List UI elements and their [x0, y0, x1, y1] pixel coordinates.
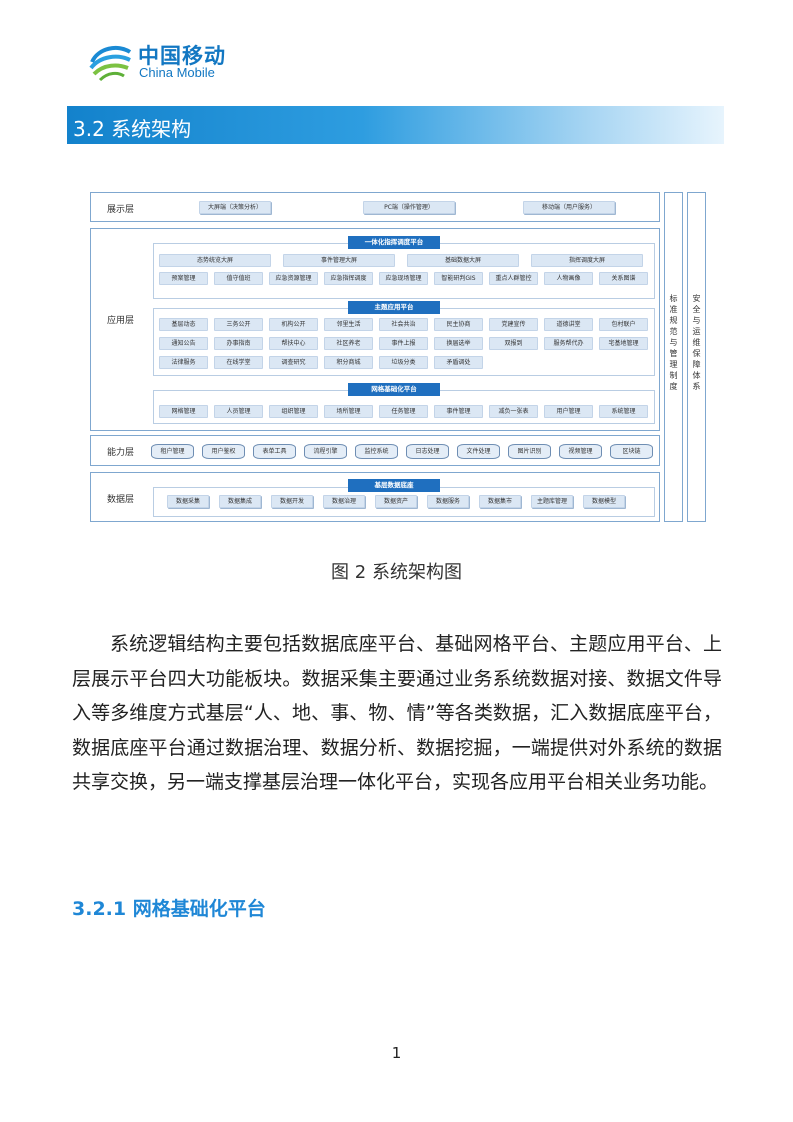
- architecture-diagram: 展示层 大屏端（决策分析） PC端（操作管理） 移动端（用户服务） 应用层 一体…: [90, 192, 707, 526]
- unified-item-chip: 值守值班: [214, 272, 263, 285]
- unified-screen-chip: 事件管理大屏: [283, 254, 395, 267]
- data-item-chip: 数据治理: [323, 495, 365, 508]
- capability-item-cylinder: 表单工具: [253, 444, 296, 459]
- topic-item-chip: 帮扶中心: [269, 337, 318, 350]
- capability-layer-label: 能力层: [107, 448, 135, 458]
- unified-item-chip: 应急现场管理: [379, 272, 428, 285]
- grid-item-chip: 用户管理: [544, 405, 593, 418]
- unified-item-chip: 人物画像: [544, 272, 593, 285]
- topic-item-chip: 邻里生活: [324, 318, 373, 331]
- grid-item-chip: 组织管理: [269, 405, 318, 418]
- unified-item-chip: 重点人群管控: [489, 272, 538, 285]
- capability-item-cylinder: 租户管理: [151, 444, 194, 459]
- topic-item-chip: 党建宣传: [489, 318, 538, 331]
- unified-item-chip: 智能研判GIS: [434, 272, 483, 285]
- unified-screen-chip: 态势统览大屏: [159, 254, 271, 267]
- display-layer-label: 展示层: [107, 205, 135, 215]
- topic-item-chip: 包村联户: [599, 318, 648, 331]
- grid-item-chip: 系统管理: [599, 405, 648, 418]
- capability-item-cylinder: 监控系统: [355, 444, 398, 459]
- section-title: 3.2 系统架构: [73, 117, 192, 141]
- topic-item-chip: 办事指南: [214, 337, 263, 350]
- data-platform-title: 基层数据底座: [348, 479, 440, 492]
- capability-item-cylinder: 流程引擎: [304, 444, 347, 459]
- subsection-heading: 3.2.1 网格基础化平台: [72, 898, 266, 920]
- topic-item-chip: 积分商城: [324, 356, 373, 369]
- grid-item-chip: 网格管理: [159, 405, 208, 418]
- topic-item-chip: 机构公开: [269, 318, 318, 331]
- capability-item-cylinder: 用户鉴权: [202, 444, 245, 459]
- unified-item-chip: 应急资源管理: [269, 272, 318, 285]
- unified-item-chip: 应急指挥调度: [324, 272, 373, 285]
- data-item-chip: 数据开发: [271, 495, 313, 508]
- grid-item-chip: 任务管理: [379, 405, 428, 418]
- unified-platform-panel: [153, 243, 655, 299]
- china-mobile-logo: 中国移动 China Mobile: [88, 38, 238, 84]
- data-layer-box: 数据层 基层数据底座 数据采集数据集成数据开发数据治理数据资产数据服务数据集市主…: [90, 472, 660, 522]
- unified-platform-title: 一体化指挥调度平台: [348, 236, 440, 249]
- display-item: PC端（操作管理）: [363, 201, 455, 214]
- body-paragraph: 系统逻辑结构主要包括数据底座平台、基础网格平台、主题应用平台、上层展示平台四大功…: [72, 633, 722, 793]
- topic-item-chip: 服务帮代办: [544, 337, 593, 350]
- capability-item-cylinder: 图片识别: [508, 444, 551, 459]
- data-item-chip: 数据采集: [167, 495, 209, 508]
- capability-item-cylinder: 区块链: [610, 444, 653, 459]
- grid-platform-title: 网格基础化平台: [348, 383, 440, 396]
- grid-item-chip: 事件管理: [434, 405, 483, 418]
- data-item-chip: 数据资产: [375, 495, 417, 508]
- capability-item-cylinder: 日志处理: [406, 444, 449, 459]
- topic-item-chip: 通知公告: [159, 337, 208, 350]
- data-item-chip: 数据模型: [583, 495, 625, 508]
- topic-item-chip: 调查研究: [269, 356, 318, 369]
- topic-item-chip: 法律服务: [159, 356, 208, 369]
- data-layer-label: 数据层: [107, 495, 135, 505]
- logo-chinese-text: 中国移动: [138, 44, 226, 68]
- topic-item-chip: 道德讲堂: [544, 318, 593, 331]
- figure-caption: 图 2 系统架构图: [331, 562, 462, 583]
- application-layer-label: 应用层: [107, 316, 135, 326]
- topic-item-chip: 在线学堂: [214, 356, 263, 369]
- data-item-chip: 数据集成: [219, 495, 261, 508]
- topic-item-chip: 矛盾调处: [434, 356, 483, 369]
- unified-item-chip: 关系图谱: [599, 272, 648, 285]
- body-text: 系统逻辑结构主要包括数据底座平台、基础网格平台、主题应用平台、上层展示平台四大功…: [72, 627, 722, 800]
- china-mobile-logo-icon: [89, 45, 132, 82]
- page-number: 1: [391, 1044, 402, 1062]
- standards-column-text: 标准规范与管理制度: [669, 294, 678, 391]
- section-banner: 3.2 系统架构: [67, 106, 724, 144]
- topic-item-chip: 三务公开: [214, 318, 263, 331]
- topic-item-chip: 基层动态: [159, 318, 208, 331]
- data-item-chip: 数据集市: [479, 495, 521, 508]
- capability-item-cylinder: 文件处理: [457, 444, 500, 459]
- security-column-text: 安全与运维保障体系: [692, 294, 701, 391]
- topic-item-chip: 事件上报: [379, 337, 428, 350]
- topic-item-chip: 双报到: [489, 337, 538, 350]
- standards-column: 标准规范与管理制度: [664, 192, 683, 522]
- topic-item-chip: 宅基地管理: [599, 337, 648, 350]
- unified-screen-chip: 基础数据大屏: [407, 254, 519, 267]
- display-item: 移动端（用户服务）: [523, 201, 615, 214]
- capability-item-cylinder: 视频管理: [559, 444, 602, 459]
- grid-item-chip: 场所管理: [324, 405, 373, 418]
- capability-layer-box: 能力层 租户管理用户鉴权表单工具流程引擎监控系统日志处理文件处理图片识别视频管理…: [90, 435, 660, 466]
- grid-item-chip: 减负一张表: [489, 405, 538, 418]
- topic-item-chip: 换届选举: [434, 337, 483, 350]
- logo-english-text: China Mobile: [139, 65, 215, 80]
- security-column: 安全与运维保障体系: [687, 192, 706, 522]
- topic-item-chip: 社会共治: [379, 318, 428, 331]
- grid-item-chip: 人员管理: [214, 405, 263, 418]
- application-layer-box: 应用层 一体化指挥调度平台 态势统览大屏事件管理大屏基础数据大屏指挥调度大屏 预…: [90, 228, 660, 431]
- display-item: 大屏端（决策分析）: [199, 201, 271, 214]
- unified-item-chip: 预案管理: [159, 272, 208, 285]
- topic-item-chip: 民主协商: [434, 318, 483, 331]
- topic-item-chip: 垃圾分类: [379, 356, 428, 369]
- display-layer-box: 展示层 大屏端（决策分析） PC端（操作管理） 移动端（用户服务）: [90, 192, 660, 222]
- data-item-chip: 数据服务: [427, 495, 469, 508]
- unified-screen-chip: 指挥调度大屏: [531, 254, 643, 267]
- topic-platform-title: 主题应用平台: [348, 301, 440, 314]
- data-item-chip: 主题库管理: [531, 495, 573, 508]
- topic-item-chip: 社区养老: [324, 337, 373, 350]
